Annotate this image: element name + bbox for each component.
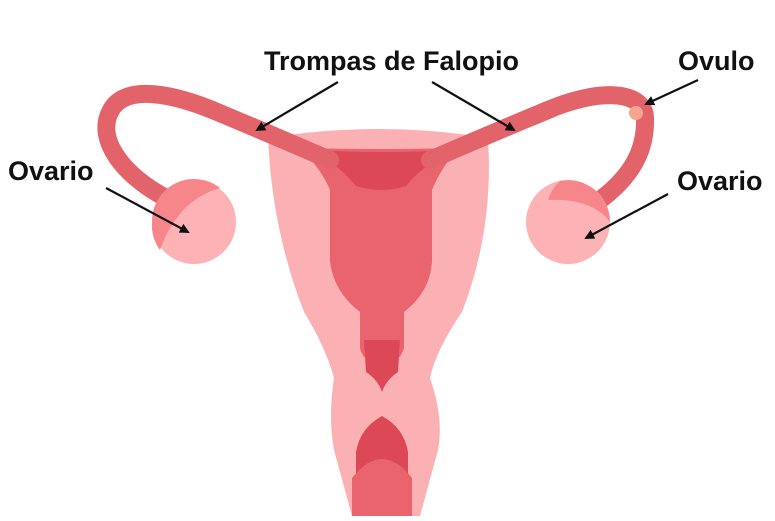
vagina xyxy=(352,459,412,516)
arrow-ovary-right xyxy=(584,193,669,239)
label-ovum: Ovulo xyxy=(678,46,755,76)
uterine-fundus xyxy=(312,150,452,190)
ovary-left xyxy=(151,178,236,264)
ovum xyxy=(629,106,643,120)
arrow-ovum xyxy=(644,79,699,106)
label-ovary-right: Ovario xyxy=(677,166,763,196)
ovary-right xyxy=(526,180,610,264)
label-fallopian-tubes: Trompas de Falopio xyxy=(264,46,519,76)
fallopian-tube-right xyxy=(421,86,655,209)
uterine-cavity xyxy=(300,148,458,360)
arrow-tube-right xyxy=(431,81,516,132)
fallopian-tube-left xyxy=(97,84,339,207)
arrow-tube-left xyxy=(255,81,339,132)
label-ovary-left: Ovario xyxy=(8,156,94,186)
arrow-ovary-left xyxy=(105,187,190,233)
